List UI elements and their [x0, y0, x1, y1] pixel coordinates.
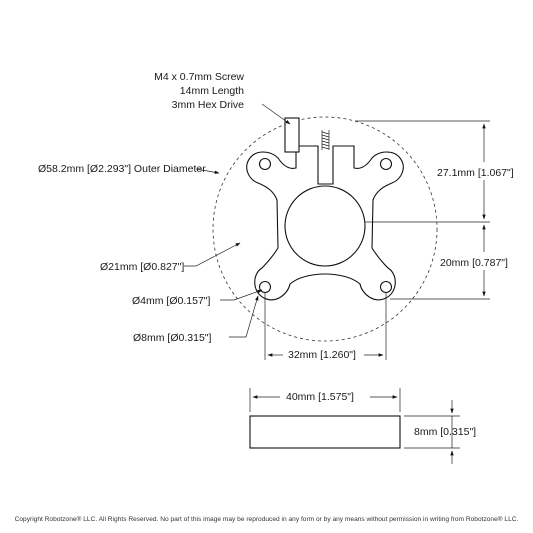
height-dimensions — [355, 120, 490, 300]
hub-side-view — [249, 415, 401, 449]
hole-small-label: Ø4mm [Ø0.157"] — [132, 295, 211, 307]
screw-callout-line2: 14mm Length — [180, 85, 244, 97]
bore-leader — [184, 242, 241, 267]
screw-leader — [261, 103, 291, 125]
mount-hole-top-right — [379, 157, 393, 171]
screw-callout-line1: M4 x 0.7mm Screw — [154, 71, 244, 83]
hub-front-view — [246, 117, 404, 301]
outer-diameter-circle — [212, 116, 438, 342]
hole-large-label: Ø8mm [Ø0.315"] — [133, 332, 212, 344]
side-thickness-dimension — [404, 400, 460, 464]
screw-callout-line3: 3mm Hex Drive — [172, 99, 245, 111]
copyright-notice: Copyright Robotzone® LLC. All Rights Res… — [15, 515, 519, 523]
outer-diameter-label: Ø58.2mm [Ø2.293"] Outer Diameter — [38, 163, 206, 175]
height-top-label: 27.1mm [1.067"] — [437, 167, 514, 179]
height-bottom-label: 20mm [0.787"] — [440, 257, 508, 269]
screw-thread — [321, 130, 330, 150]
hole-spacing-label: 32mm [1.260"] — [288, 349, 356, 361]
side-width-label: 40mm [1.575"] — [286, 391, 354, 403]
screw-head — [284, 117, 300, 153]
side-thickness-label: 8mm [0.315"] — [414, 426, 476, 438]
center-bore — [284, 185, 366, 267]
outer-diameter-leader — [195, 168, 220, 174]
mount-hole-top-left — [258, 157, 272, 171]
side-width-dimension — [249, 388, 401, 412]
hole-large-leader — [229, 295, 259, 338]
bore-label: Ø21mm [Ø0.827"] — [100, 261, 184, 273]
mount-hole-bottom-left — [258, 280, 272, 294]
hole-spacing-dimension — [264, 293, 387, 360]
hole-small-leader — [220, 289, 263, 301]
mount-hole-bottom-right — [379, 280, 393, 294]
